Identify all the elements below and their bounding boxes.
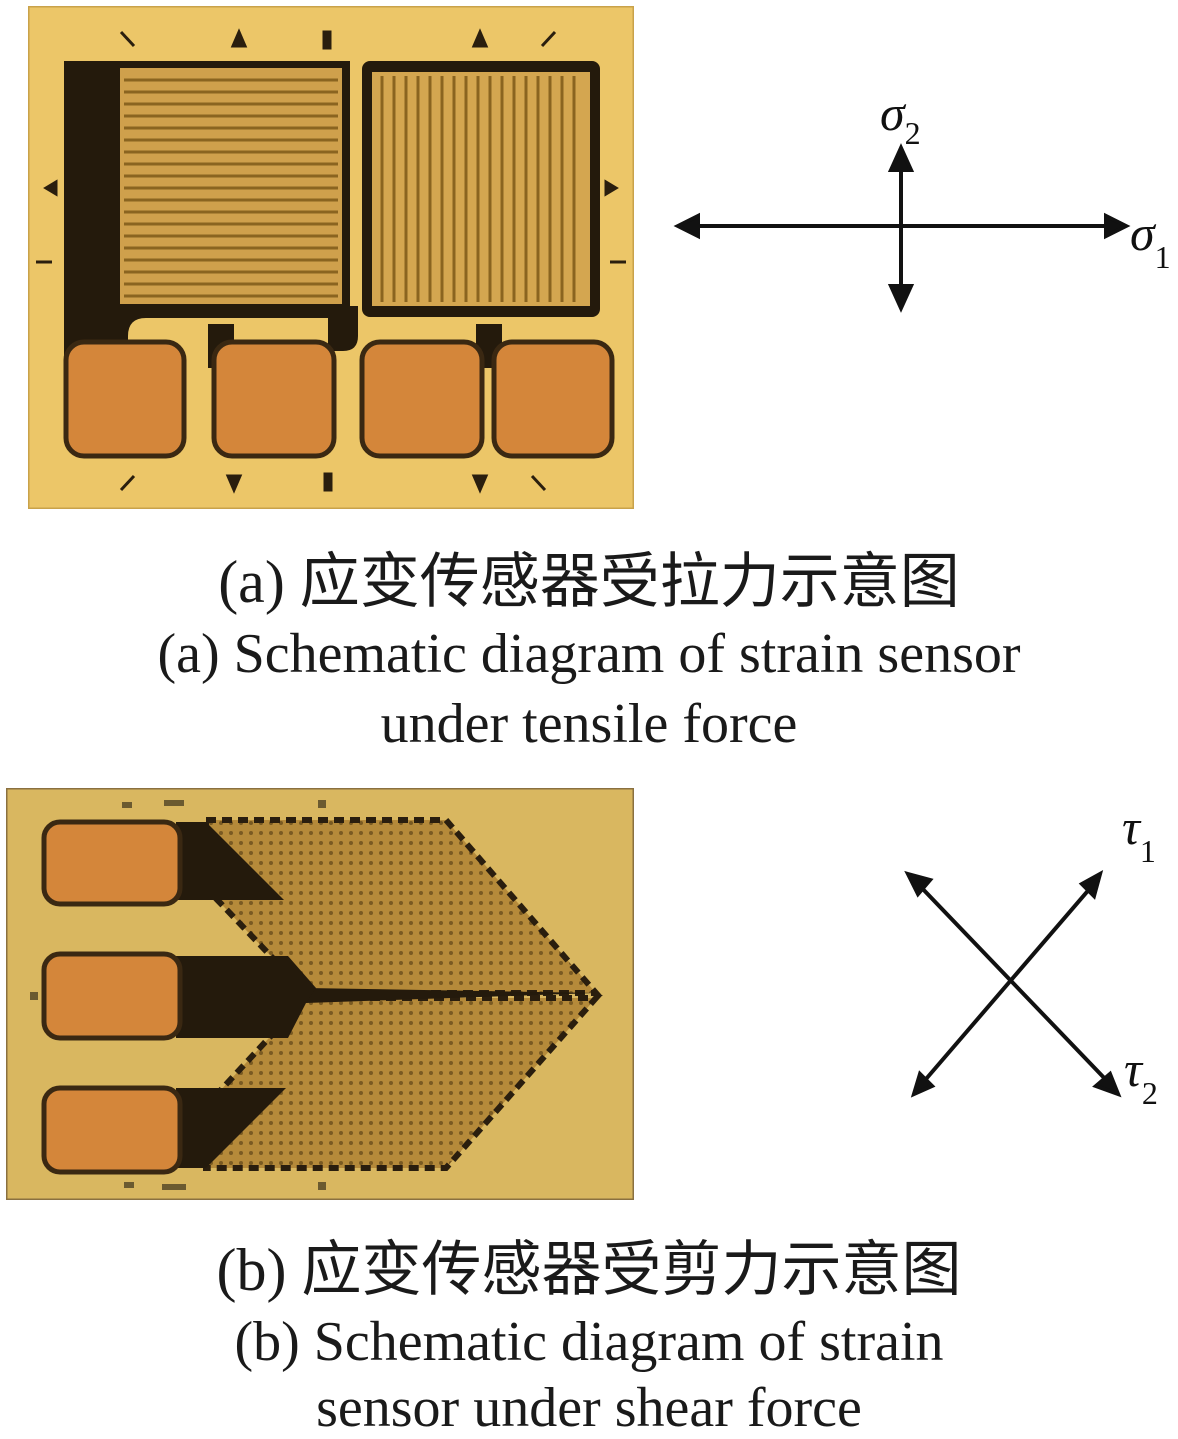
arrow-head-down	[887, 284, 915, 313]
alignment-marks	[36, 28, 626, 494]
tensile-stress-arrows	[673, 143, 1131, 313]
arrow-head-right	[1104, 212, 1131, 240]
tau-2-axis	[916, 882, 1112, 1086]
foil-wedge-bottom	[176, 1088, 286, 1168]
caption-a-english-line2: under tensile force	[380, 693, 798, 755]
caption-b-english-line1: (b) Schematic diagram of strain	[234, 1311, 944, 1373]
shear-stress-arrows	[904, 869, 1122, 1098]
bonding-pads	[63, 339, 615, 459]
shear-bonding-pads	[41, 819, 183, 1175]
arrow-head-upper-left	[904, 870, 934, 898]
sigma-2-label: σ2	[880, 85, 921, 151]
caption-b-chinese: (b) 应变传感器受剪力示意图	[216, 1237, 962, 1303]
left-grid-lines	[124, 78, 338, 298]
tau-2-label: τ2	[1124, 1041, 1158, 1111]
foil-wedge-top	[176, 822, 284, 900]
arrow-head-upper-right	[1078, 869, 1104, 900]
shear-strain-gauge-image	[6, 788, 634, 1200]
foil-wedge-middle	[176, 956, 316, 1038]
tensile-strain-gauge-image	[28, 6, 634, 509]
caption-a-chinese: (a) 应变传感器受拉力示意图	[218, 549, 960, 615]
caption-b-english-line2: sensor under shear force	[316, 1377, 862, 1439]
tau-1-label: τ1	[1122, 799, 1156, 869]
arrow-head-lower-right	[1092, 1070, 1122, 1098]
arrow-head-left	[673, 212, 700, 240]
sigma-1-label: σ1	[1130, 205, 1171, 275]
arrow-head-up	[887, 143, 915, 172]
tau-1-axis	[918, 884, 1094, 1088]
caption-a-english-line1: (a) Schematic diagram of strain sensor	[157, 623, 1021, 685]
arrow-head-lower-left	[910, 1070, 936, 1098]
right-grid-lines	[380, 76, 576, 302]
shear-alignment-marks	[30, 800, 326, 1190]
